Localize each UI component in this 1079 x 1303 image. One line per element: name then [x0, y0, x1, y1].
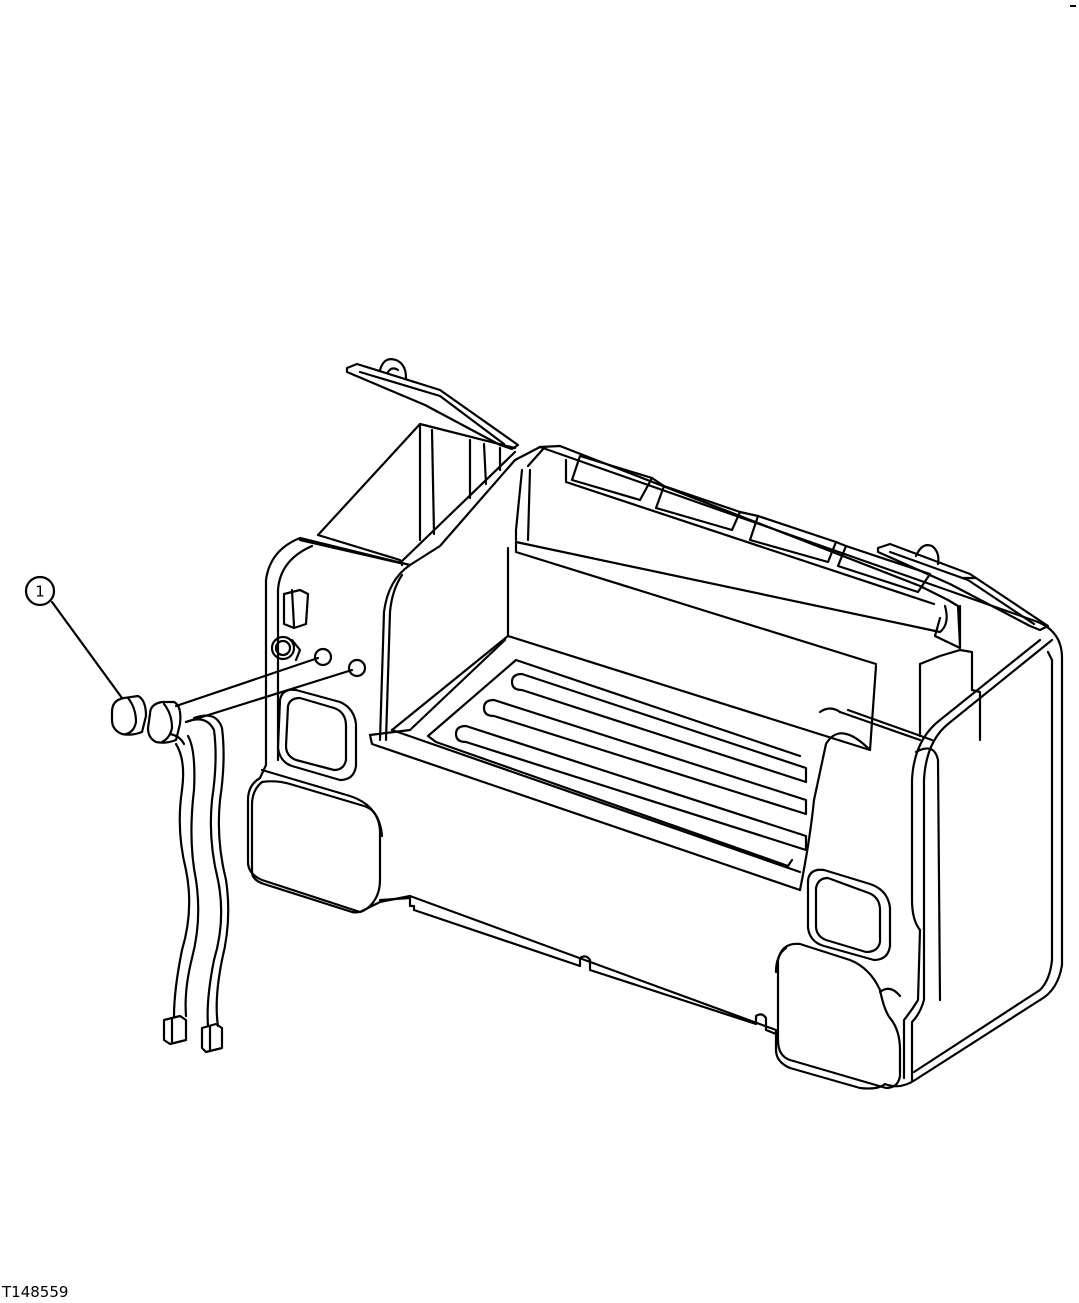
tool-box-body	[246, 445, 1064, 1090]
callout-1-leader	[50, 600, 124, 700]
left-lamp-opening	[276, 688, 358, 782]
left-compartment	[298, 422, 517, 567]
inner-floor	[368, 540, 878, 892]
right-lid	[876, 542, 1050, 632]
connector-a	[110, 694, 148, 736]
left-lid	[345, 358, 520, 451]
right-lamp-opening	[806, 868, 892, 962]
callout-1-label: 1	[35, 583, 45, 601]
end-panel-features	[270, 588, 367, 678]
wiring-harness	[24, 575, 354, 1054]
leader-to-hole-2	[184, 668, 354, 724]
callout-1-circle	[24, 575, 56, 607]
terminal-b	[200, 1022, 224, 1054]
connector-b	[146, 700, 182, 744]
back-rail	[514, 444, 950, 634]
right-compartment	[838, 598, 982, 742]
leader-to-hole-1	[174, 656, 320, 708]
figure-id: T148559	[2, 1283, 69, 1301]
terminal-a	[162, 1014, 188, 1046]
